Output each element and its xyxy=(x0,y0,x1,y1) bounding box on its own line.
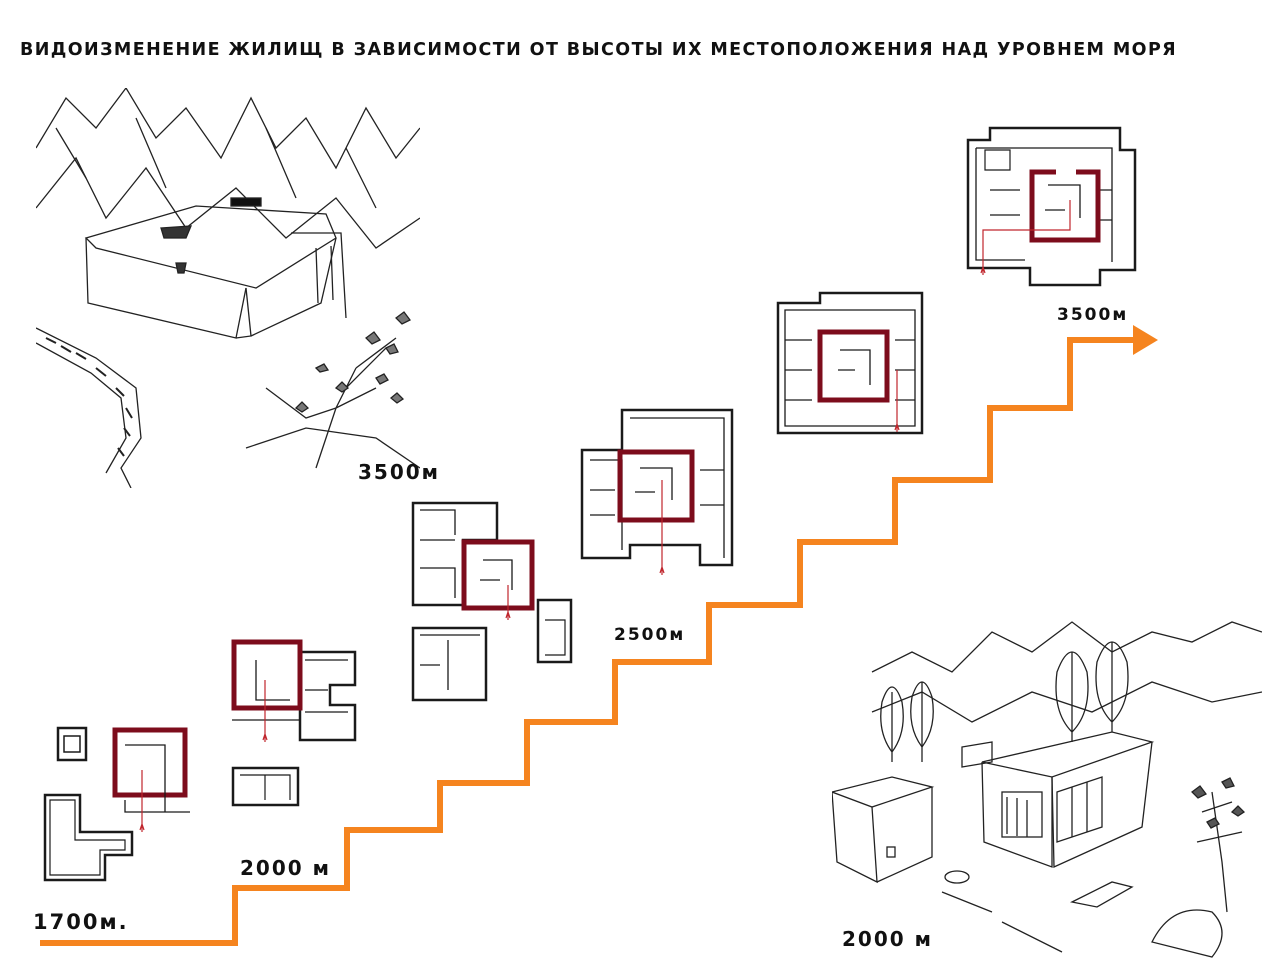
sketch-high-altitude-dwelling xyxy=(36,88,420,488)
plan-6-entry-path xyxy=(980,200,1071,275)
sketch-low-altitude-dwelling xyxy=(832,621,1262,958)
mountain-lines xyxy=(36,88,420,170)
arrow-right-icon xyxy=(1133,325,1158,355)
plan-5 xyxy=(776,291,924,435)
tree xyxy=(880,686,904,762)
plan-4 xyxy=(580,408,734,575)
altitude-label-1700: 1700м. xyxy=(33,910,129,934)
plan-1-entry-path xyxy=(139,770,145,832)
plan-2 xyxy=(231,639,357,807)
plan-5-outer-wall xyxy=(776,291,924,435)
altitude-label-2500: 2500м xyxy=(614,625,686,645)
plan-3-entry-path xyxy=(505,585,511,620)
plan-1 xyxy=(43,726,190,882)
diagram-title: ВИДОИЗМЕНЕНИЕ ЖИЛИЩ В ЗАВИСИМОСТИ ОТ ВЫС… xyxy=(20,40,1178,60)
plan-3-core-room xyxy=(461,539,535,611)
sketch-high-altitude-label: 3500м xyxy=(358,460,441,484)
plan-2-outer-wall xyxy=(298,650,357,742)
plan-1-outer-wall xyxy=(43,793,134,882)
plan-6 xyxy=(966,126,1137,287)
plan-5-entry-path xyxy=(894,370,900,432)
stone-wall xyxy=(36,327,142,488)
altitude-label-3500: 3500м xyxy=(1057,305,1129,325)
plan-2-entry-path xyxy=(262,680,268,742)
plan-3-annex xyxy=(536,598,573,664)
plan-1-core-room xyxy=(112,727,188,798)
sketch-low-altitude-label: 2000 м xyxy=(842,927,933,951)
tree xyxy=(265,337,397,469)
plan-5-core-room xyxy=(817,329,890,403)
plan-6-outer-wall xyxy=(966,126,1137,287)
plan-4-core-room xyxy=(617,449,695,523)
altitude-staircase xyxy=(40,337,1135,946)
plan-3-lower-block xyxy=(411,626,488,702)
plan-2-small-room xyxy=(231,766,300,807)
mountain-lines xyxy=(871,621,1262,673)
plan-1-small-room xyxy=(56,726,88,762)
plan-4-entry-path xyxy=(659,480,665,575)
plan-6-core-room xyxy=(1029,169,1101,243)
altitude-label-2000: 2000 м xyxy=(240,856,331,880)
plan-4-outer-wall xyxy=(580,408,734,567)
plan-2-core-room xyxy=(231,639,303,711)
plan-3 xyxy=(411,501,573,702)
